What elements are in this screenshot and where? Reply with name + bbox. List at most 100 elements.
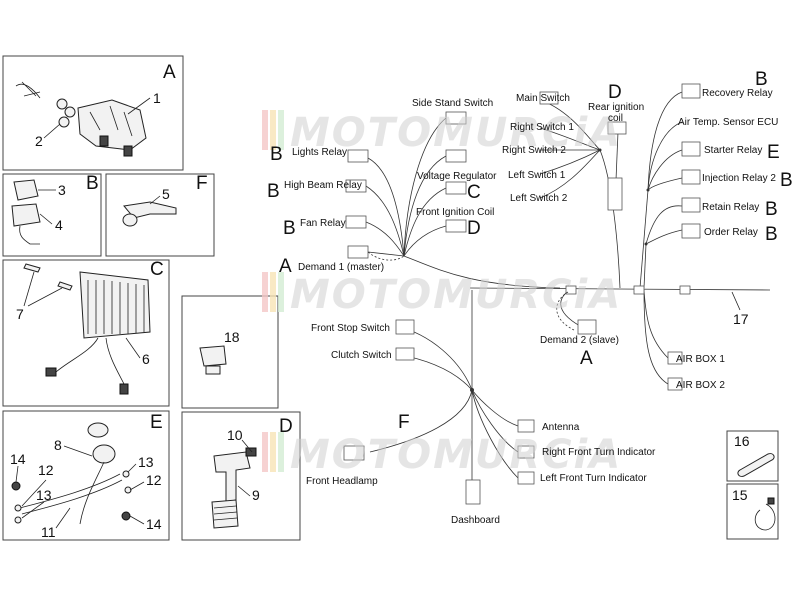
main-switch-connector xyxy=(539,91,559,105)
headlamp-connector xyxy=(343,445,365,461)
panel-18: 18 xyxy=(181,295,279,409)
letter-b-order: B xyxy=(765,224,778,245)
part-number-11: 11 xyxy=(41,524,56,540)
high-beam-relay-connector xyxy=(345,179,367,193)
rear-coil-harness xyxy=(607,177,623,211)
fan-relay-connector xyxy=(345,215,367,229)
panel-a-letter: A xyxy=(163,62,176,83)
panel-d: D 10 9 xyxy=(181,411,301,541)
panel-16: 16 xyxy=(726,430,779,482)
letter-e-starter: E xyxy=(767,142,780,163)
label-antenna: Antenna xyxy=(542,422,580,433)
letter-f-front: F xyxy=(398,412,410,433)
letter-d-front-coil: D xyxy=(467,218,481,239)
label-air-temp-sensor: Air Temp. Sensor ECU xyxy=(678,117,778,128)
label-clutch-switch: Clutch Switch xyxy=(331,350,392,361)
label-air-box-2: AIR BOX 2 xyxy=(676,380,725,391)
part-number-12: 12 xyxy=(38,462,54,478)
injection-relay-connector xyxy=(681,169,701,185)
watermark-text-1: MOTOMURCiA xyxy=(290,110,622,156)
retain-relay-connector xyxy=(681,197,701,213)
part-number-6: 6 xyxy=(142,351,150,367)
label-high-beam-relay: High Beam Relay xyxy=(284,180,362,191)
letter-b-recovery: B xyxy=(755,69,768,90)
air-box-1-connector xyxy=(667,351,683,365)
lights-relay-connector xyxy=(347,149,369,163)
label-side-stand-switch: Side Stand Switch xyxy=(412,98,493,109)
label-rear-ignition-coil-1: Rear ignition xyxy=(588,102,644,113)
letter-c-voltage: C xyxy=(467,182,481,203)
part-number-2: 2 xyxy=(35,133,43,149)
watermark-1: MOTOMURCiA xyxy=(262,110,622,156)
panel-15: 15 xyxy=(726,483,779,540)
label-front-stop-switch: Front Stop Switch xyxy=(311,323,390,334)
letter-b-lights: B xyxy=(270,144,283,165)
ignition-switch-part xyxy=(15,81,147,157)
panel-e-letter: E xyxy=(150,412,163,433)
harness-labels: Side Stand Switch Main Switch Rear ignit… xyxy=(284,88,778,526)
relay-cable-part xyxy=(11,422,132,525)
panel-c: C 7 6 xyxy=(2,259,170,407)
dashboard-connector xyxy=(465,479,481,505)
label-fan-relay: Fan Relay xyxy=(300,218,346,229)
voltage-regulator-connector xyxy=(445,181,467,195)
watermarks: MOTOMURCiA MOTOMURCiA MOTOMURCiA xyxy=(262,110,622,478)
label-order-relay: Order Relay xyxy=(704,227,758,238)
order-relay-connector xyxy=(681,223,701,239)
part-number-14: 14 xyxy=(10,451,26,467)
part-number-9: 9 xyxy=(252,487,260,503)
side-stand-connector xyxy=(445,111,467,125)
panel-e: E 8 14 12 13 11 13 12 14 xyxy=(2,410,170,541)
part-number-13b: 13 xyxy=(138,454,154,470)
part-number-18: 18 xyxy=(224,329,240,345)
label-recovery-relay: Recovery Relay xyxy=(702,88,773,99)
part-number-12b: 12 xyxy=(146,472,162,488)
rear-coil-connector xyxy=(607,121,627,135)
part-number-1: 1 xyxy=(153,90,161,106)
air-box-2-connector xyxy=(667,377,683,391)
label-left-front-turn: Left Front Turn Indicator xyxy=(540,473,647,484)
label-retain-relay: Retain Relay xyxy=(702,202,759,213)
label-dashboard: Dashboard xyxy=(451,515,500,526)
switch-connector xyxy=(445,149,467,163)
label-voltage-regulator: Voltage Regulator xyxy=(417,171,497,182)
label-demand-slave: Demand 2 (slave) xyxy=(540,335,619,346)
label-left-switch-1: Left Switch 1 xyxy=(508,170,566,181)
part-number-7: 7 xyxy=(16,306,24,322)
watermark-2: MOTOMURCiA xyxy=(262,272,622,318)
front-coil-connector xyxy=(445,219,467,233)
starter-relay-connector xyxy=(681,141,701,157)
panel-b-letter: B xyxy=(86,173,99,194)
left-turn-connector xyxy=(517,471,535,485)
letter-b-fan: B xyxy=(283,218,296,239)
panel-b: B 3 4 xyxy=(2,173,102,257)
label-demand-master: Demand 1 (master) xyxy=(298,262,384,273)
harness-wiring xyxy=(365,91,771,480)
label-right-switch-1: Right Switch 1 xyxy=(510,122,574,133)
panel-d-letter: D xyxy=(279,416,293,437)
part-number-10: 10 xyxy=(227,427,243,443)
part-number-17: 17 xyxy=(733,311,749,327)
part-number-14b: 14 xyxy=(146,516,162,532)
letter-a-slave: A xyxy=(580,348,593,369)
label-starter-relay: Starter Relay xyxy=(704,145,762,156)
connector-boxes xyxy=(343,83,701,505)
panel-f-letter: F xyxy=(196,173,208,194)
front-stop-connector xyxy=(395,319,415,335)
panel-c-letter: C xyxy=(150,259,164,280)
recovery-relay-connector xyxy=(681,83,701,99)
letter-b-retain: B xyxy=(765,199,778,220)
watermark-text-2: MOTOMURCiA xyxy=(290,272,622,318)
part-number-4: 4 xyxy=(55,217,63,233)
label-main-switch: Main Switch xyxy=(516,93,570,104)
reference-letters: D B E B B B B B C D B A A F xyxy=(267,69,793,433)
letter-a-master: A xyxy=(279,256,292,277)
voltage-regulator-part xyxy=(45,271,151,395)
label-air-box-1: AIR BOX 1 xyxy=(676,354,725,365)
part-number-13: 13 xyxy=(36,487,52,503)
demand-slave-connector xyxy=(577,319,597,335)
watermark-text-3: MOTOMURCiA xyxy=(290,432,622,478)
panel-a: A 1 2 xyxy=(2,55,184,171)
antenna-connector xyxy=(517,419,535,433)
